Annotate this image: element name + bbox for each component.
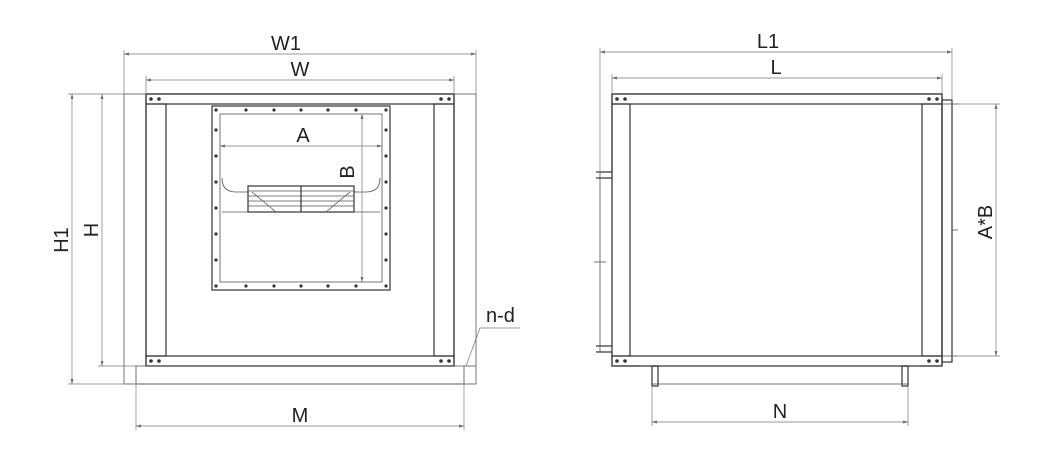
dim-m: M — [135, 384, 465, 430]
dim-nd-label: n-d — [486, 305, 515, 327]
fan-scroll-outline — [221, 177, 381, 193]
outlet-flange-bolts — [214, 108, 388, 288]
front-corner-bolts — [149, 97, 451, 363]
dim-h1: H1 — [51, 93, 146, 385]
outlet-flange-inner — [219, 113, 383, 283]
dim-h-label: H — [81, 223, 103, 237]
dim-l-label: L — [770, 57, 781, 79]
dim-w: W — [145, 59, 455, 94]
front-base-channel — [135, 365, 465, 385]
dim-m-label: M — [292, 405, 309, 427]
dim-a: A — [220, 125, 382, 148]
dim-l1: L1 — [599, 31, 953, 172]
dim-h1-label: H1 — [51, 227, 73, 253]
dim-l: L — [611, 57, 943, 94]
dim-w-label: W — [291, 59, 310, 81]
dim-nd: n-d — [465, 305, 520, 367]
dim-n-label: N — [773, 401, 787, 423]
front-right-post — [433, 103, 455, 357]
impeller-grille — [247, 185, 355, 213]
front-view: W1 W A B H1 H — [51, 33, 520, 430]
side-inlet-flange — [594, 171, 613, 353]
outlet-flange-outer — [211, 105, 391, 291]
dim-ab-label: A*B — [975, 205, 997, 239]
dim-w1: W1 — [123, 33, 477, 94]
dim-b: B — [337, 114, 364, 282]
side-top-rail — [611, 93, 943, 105]
side-base-rails — [640, 365, 920, 387]
dim-h: H — [81, 94, 146, 367]
dim-w1-label: W1 — [271, 33, 301, 55]
dim-n: N — [651, 386, 909, 426]
dim-a-label: A — [296, 125, 310, 147]
side-view: L1 L A*B N — [594, 31, 1000, 426]
side-outlet-flange — [941, 99, 953, 363]
dim-ab: A*B — [958, 103, 1000, 357]
side-corner-bolts — [615, 97, 939, 363]
dim-l1-label: L1 — [757, 31, 779, 53]
front-left-post — [145, 103, 167, 357]
front-top-rail — [145, 93, 455, 105]
dim-b-label: B — [337, 165, 359, 178]
side-cabinet-body — [611, 93, 943, 367]
